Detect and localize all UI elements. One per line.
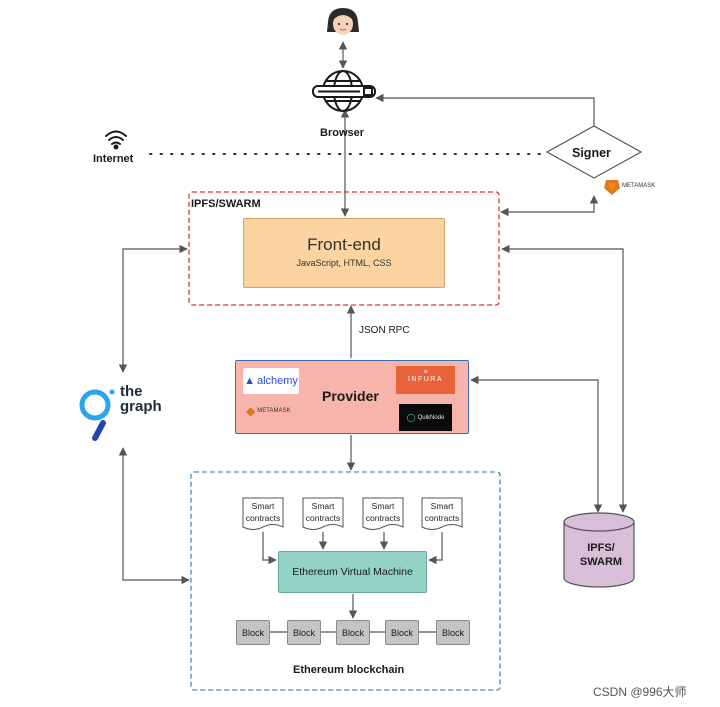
ethereum-blockchain-label: Ethereum blockchain	[293, 664, 405, 676]
quicknode-logo: ◯ QuikNode	[399, 404, 452, 431]
frontend-title: Front-end	[307, 235, 381, 254]
signer-label: Signer	[572, 146, 611, 160]
quicknode-label: QuikNode	[417, 414, 445, 421]
ipfs-db-label: IPFS/ SWARM	[570, 541, 632, 569]
the-graph-label: the graph	[120, 384, 162, 414]
user-avatar-icon	[327, 8, 359, 35]
signer-metamask-label: METAMASK	[622, 183, 656, 189]
smart-contract-1: Smart contracts	[243, 500, 283, 528]
ethereum-container-border	[190, 471, 501, 691]
metamask-fox-icon: ◆	[246, 404, 256, 418]
wifi-icon	[105, 130, 127, 150]
block-2: Block	[287, 620, 321, 645]
metamask-fox-icon-signer	[604, 180, 620, 195]
block-3: Block	[336, 620, 370, 645]
signer-diamond	[545, 125, 643, 179]
ipfs-swarm-container-label: IPFS/SWARM	[191, 198, 261, 210]
ipfs-db-line2: SWARM	[579, 556, 623, 568]
block-1: Block	[236, 620, 270, 645]
smart-contract-4-line1: Smart	[430, 501, 454, 511]
smart-contract-4: Smart contracts	[422, 500, 462, 528]
json-rpc-label: JSON RPC	[359, 325, 410, 336]
internet-label: Internet	[93, 153, 134, 165]
watermark: CSDN @996大师	[593, 685, 687, 699]
alchemy-icon: ▲	[244, 375, 255, 387]
alchemy-logo: ▲ alchemy	[243, 368, 299, 394]
provider-title: Provider	[322, 388, 379, 404]
frontend-subtitle: JavaScript, HTML, CSS	[296, 258, 392, 268]
alchemy-label: alchemy	[256, 375, 298, 387]
quicknode-icon: ◯	[406, 413, 416, 422]
infura-icon: ≡	[423, 369, 428, 376]
the-graph-line2: graph	[120, 398, 162, 415]
smart-contract-3-line2: contracts	[365, 513, 401, 523]
smart-contract-2: Smart contracts	[303, 500, 343, 528]
frontend-box: Front-end JavaScript, HTML, CSS	[243, 218, 445, 288]
the-graph-logo-icon	[79, 389, 115, 441]
smart-contract-3: Smart contracts	[363, 500, 403, 528]
smart-contract-1-line2: contracts	[245, 513, 281, 523]
browser-globe-icon	[312, 70, 376, 112]
smart-contract-3-line1: Smart	[371, 501, 395, 511]
evm-box: Ethereum Virtual Machine	[278, 551, 427, 593]
smart-contract-1-line1: Smart	[251, 501, 275, 511]
smart-contract-doc-shapes	[242, 497, 463, 530]
infura-logo: ≡ INFURA	[396, 366, 455, 394]
metamask-provider-logo: ◆ METAMASK	[246, 404, 290, 418]
browser-label: Browser	[320, 127, 365, 139]
ipfs-db-cylinder	[563, 512, 635, 588]
smart-contract-4-line2: contracts	[424, 513, 460, 523]
infura-label: INFURA	[407, 376, 444, 383]
metamask-provider-label: METAMASK	[257, 408, 291, 414]
block-5: Block	[436, 620, 470, 645]
block-4: Block	[385, 620, 419, 645]
smart-contract-2-line2: contracts	[305, 513, 341, 523]
ipfs-db-line1: IPFS/	[587, 542, 615, 554]
smart-contract-2-line1: Smart	[311, 501, 335, 511]
the-graph-line1: the	[120, 383, 143, 400]
